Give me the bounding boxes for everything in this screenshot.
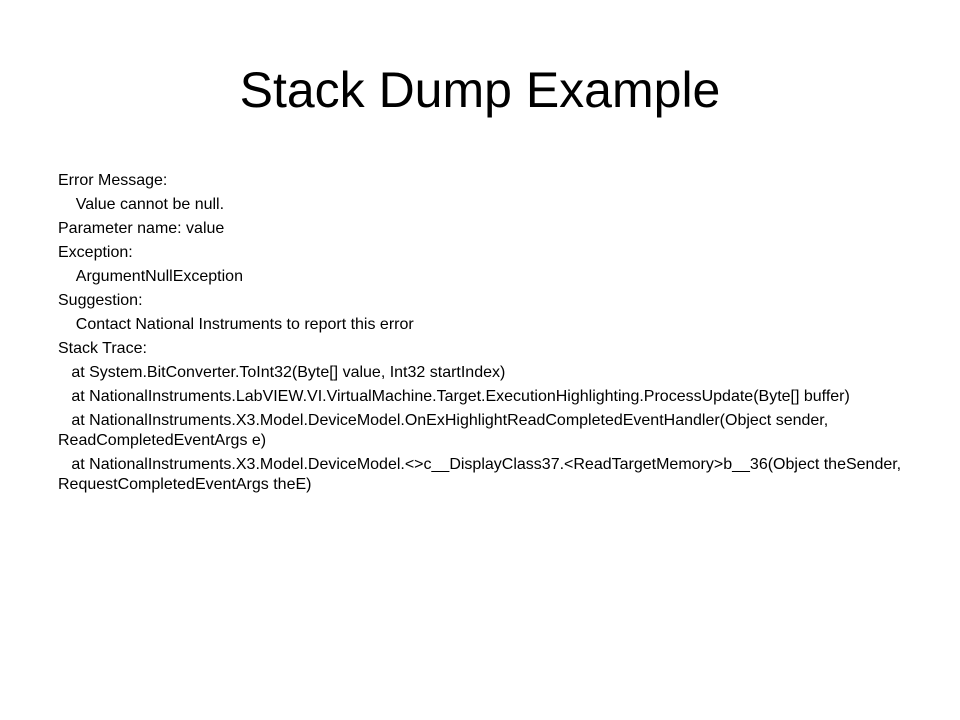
stack-trace-line: at NationalInstruments.X3.Model.DeviceMo… [58, 456, 906, 493]
stack-trace-label: Stack Trace: [58, 340, 147, 357]
exception-label: Exception: [58, 244, 133, 261]
error-message-label: Error Message: [58, 172, 168, 189]
exception-value: ArgumentNullException [58, 268, 243, 285]
stack-trace-line: at NationalInstruments.X3.Model.DeviceMo… [58, 412, 833, 449]
stack-trace-line: at System.BitConverter.ToInt32(Byte[] va… [58, 364, 506, 381]
suggestion-value: Contact National Instruments to report t… [58, 316, 414, 333]
stack-trace-line: at NationalInstruments.LabVIEW.VI.Virtua… [58, 388, 850, 405]
slide-title: Stack Dump Example [239, 62, 721, 118]
slide-body: Error Message: Value cannot be null. Par… [58, 171, 904, 499]
error-message-value: Value cannot be null. [58, 196, 225, 213]
suggestion-label: Suggestion: [58, 292, 143, 309]
parameter-name-line: Parameter name: value [58, 220, 225, 237]
